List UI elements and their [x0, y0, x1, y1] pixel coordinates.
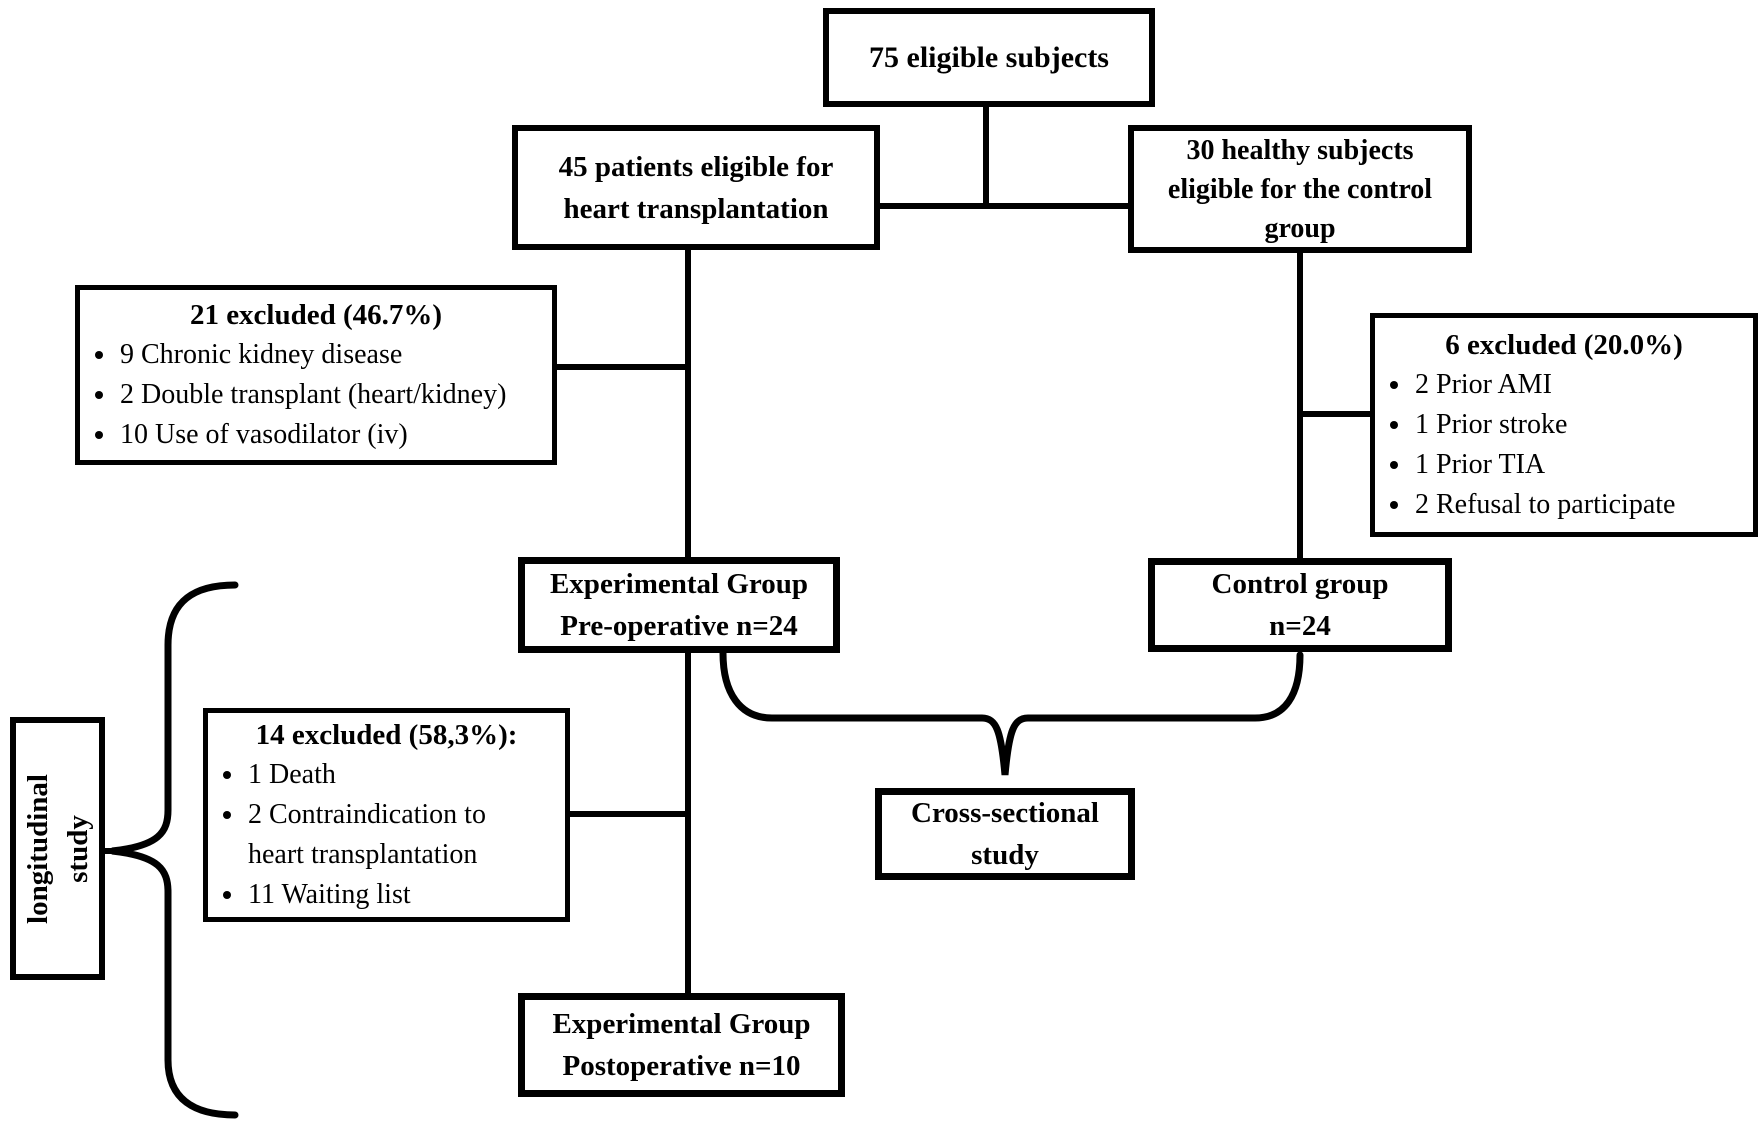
cross-sectional-brace	[719, 649, 1304, 776]
box-text-line: Cross-sectional	[911, 797, 1099, 829]
connector-left-spine-upper	[685, 246, 691, 561]
connector-right-vertical	[1297, 249, 1303, 562]
exclusion-item: 2 Contraindication to heart transplantat…	[246, 795, 548, 875]
box-text-line: study	[971, 839, 1039, 871]
box-text-line: Postoperative n=10	[562, 1050, 801, 1082]
exclusion-title: 14 excluded (58,3%):	[255, 719, 518, 751]
exclusion-item: 1 Prior TIA	[1413, 445, 1749, 485]
connector-left-spine-lower	[685, 650, 691, 997]
connector-excluded21-branch	[553, 364, 689, 370]
box-text-line: eligible for the control	[1167, 173, 1433, 205]
exclusion-item: 2 Prior AMI	[1413, 365, 1749, 405]
exclusion-title: 21 excluded (46.7%)	[189, 299, 443, 331]
box-text-line: Experimental Group	[549, 568, 809, 600]
exclusion-item: 9 Chronic kidney disease	[118, 335, 548, 375]
exclusion-item: 2 Double transplant (heart/kidney)	[118, 375, 548, 415]
exclusion-item: 1 Prior stroke	[1413, 405, 1749, 445]
box-control-group: Control group n=24	[1148, 558, 1452, 652]
box-text-line: study	[61, 814, 94, 883]
exclusion-item: 1 Death	[246, 755, 548, 795]
box-excluded-21: 21 excluded (46.7%) 9 Chronic kidney dis…	[75, 285, 557, 465]
box-30-healthy-subjects: 30 healthy subjects eligible for the con…	[1128, 125, 1472, 253]
connector-top-horizontal	[876, 203, 1132, 209]
rotated-label: longitudinal study	[18, 724, 98, 974]
box-text-line: Control group	[1211, 568, 1389, 600]
box-text-line: heart transplantation	[563, 192, 829, 225]
exclusion-item: 11 Waiting list	[246, 875, 548, 915]
box-text-line: Pre-operative n=24	[560, 610, 798, 642]
connector-excluded6-branch	[1299, 411, 1374, 417]
box-75-eligible-subjects: 75 eligible subjects	[823, 8, 1155, 107]
box-text-line: 30 healthy subjects	[1186, 134, 1414, 166]
box-text-line: 45 patients eligible for	[558, 150, 834, 183]
box-45-patients: 45 patients eligible for heart transplan…	[512, 125, 880, 250]
exclusion-item: 10 Use of vasodilator (iv)	[118, 415, 548, 455]
exclusion-list: 9 Chronic kidney disease 2 Double transp…	[84, 335, 548, 455]
exclusion-list: 1 Death 2 Contraindication to heart tran…	[212, 755, 561, 915]
exclusion-list: 2 Prior AMI 1 Prior stroke 1 Prior TIA 2…	[1379, 365, 1749, 525]
connector-top-vertical	[983, 103, 989, 209]
box-longitudinal-study: longitudinal study	[10, 717, 105, 980]
box-experimental-preoperative: Experimental Group Pre-operative n=24	[518, 557, 840, 653]
box-text-line: Experimental Group	[552, 1008, 811, 1040]
box-text-line: longitudinal	[21, 773, 54, 924]
box-text-line: n=24	[1269, 610, 1331, 642]
box-experimental-postoperative: Experimental Group Postoperative n=10	[518, 993, 845, 1097]
exclusion-title: 6 excluded (20.0%)	[1445, 329, 1683, 361]
box-excluded-14: 14 excluded (58,3%): 1 Death 2 Contraind…	[203, 708, 570, 922]
box-text-line: 75 eligible subjects	[869, 40, 1109, 74]
box-excluded-6: 6 excluded (20.0%) 2 Prior AMI 1 Prior s…	[1370, 313, 1758, 537]
connector-excluded14-branch	[566, 811, 689, 817]
box-cross-sectional-study: Cross-sectional study	[875, 788, 1135, 880]
box-text-line: group	[1264, 212, 1336, 244]
exclusion-item: 2 Refusal to participate	[1413, 485, 1749, 525]
